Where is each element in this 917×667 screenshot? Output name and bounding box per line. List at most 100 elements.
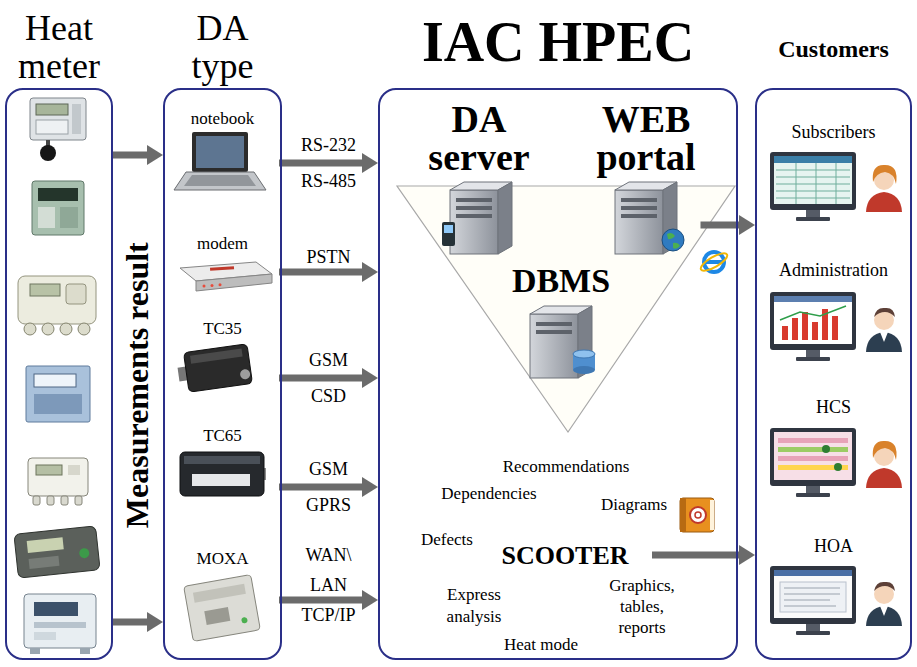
customers-column: CustomersSubscribersAdministrationHCSHOA <box>755 88 912 660</box>
heat-meter-picture <box>30 284 60 296</box>
notebook-picture <box>174 132 266 190</box>
monitor-picture <box>796 357 830 361</box>
customer-label: Administration <box>764 260 903 282</box>
link-label: RS-232 RS-485 <box>294 127 364 199</box>
heat-meter-picture <box>18 276 96 335</box>
arrow-head <box>362 368 378 388</box>
monitor-picture <box>770 152 856 221</box>
heat-meter-picture <box>26 366 90 422</box>
analysis-item: Express analysis <box>429 584 519 628</box>
device-server-picture <box>184 575 261 642</box>
arrow-head <box>147 145 163 165</box>
monitor-picture <box>782 326 788 340</box>
monitor-picture <box>776 163 850 204</box>
arrow-head <box>362 477 378 497</box>
heat-meter-picture <box>27 537 64 553</box>
heat-meter-picture <box>24 323 36 335</box>
analysis-box: SCOOTER <box>478 538 652 575</box>
arrow-head <box>362 590 378 610</box>
gsm-terminal-picture <box>190 349 243 364</box>
heat-meter-picture <box>61 496 68 505</box>
book-icon <box>710 500 714 530</box>
connector-arrow <box>701 215 756 235</box>
browser-icon <box>699 250 730 274</box>
monitor-picture <box>774 570 852 618</box>
analysis-item: Recommendations <box>503 457 630 477</box>
column-heading: DA type <box>168 10 278 86</box>
server-picture <box>498 182 512 254</box>
connector-line <box>113 152 149 159</box>
connector-arrow <box>279 153 378 173</box>
triangle-outline <box>397 186 735 432</box>
heat-meter-picture <box>66 284 86 304</box>
analysis-item: Dependencies <box>441 484 536 504</box>
device-box: TC65 <box>166 422 279 507</box>
database-server-picture <box>536 330 572 334</box>
heat-meter-picture <box>34 632 56 640</box>
gsm-terminal-picture <box>176 344 253 394</box>
heat-meter-picture <box>26 366 90 422</box>
notebook-picture <box>184 175 256 186</box>
monitor-picture <box>780 306 846 320</box>
modem-picture <box>211 284 214 287</box>
heat-meter-picture <box>60 323 72 335</box>
book-icon <box>690 507 706 523</box>
person-picture <box>874 308 895 317</box>
connector-line <box>113 619 149 626</box>
heat-meter-picture <box>28 458 88 505</box>
person-picture <box>866 582 902 626</box>
person-picture <box>866 332 902 352</box>
device-server-picture <box>204 607 230 625</box>
browser-icon <box>704 252 724 272</box>
heat-meter-picture <box>79 548 90 559</box>
heat-meter-picture <box>32 181 84 235</box>
monitor-picture <box>806 486 820 493</box>
vertical-caption: Measurements result <box>118 242 156 528</box>
person-picture <box>873 441 897 460</box>
monitor-picture <box>778 456 848 461</box>
heat-meter-column: Heat meter <box>5 88 113 660</box>
monitor-picture <box>778 447 848 452</box>
customer-label: Subscribers <box>764 122 903 144</box>
monitor-picture <box>832 316 838 340</box>
server-box: WEB portal <box>592 96 701 258</box>
heat-meter-picture <box>75 496 82 505</box>
monitor-picture <box>770 152 856 210</box>
database-server-picture <box>530 314 578 378</box>
analysis-item: Diagrams <box>601 495 667 515</box>
heat-meter-picture <box>24 594 96 648</box>
device-label: TC35 <box>170 319 275 339</box>
monitor-picture <box>774 432 852 480</box>
analysis-item: Heat mode <box>504 635 578 655</box>
arrow-head <box>739 545 755 565</box>
heat-meter-picture <box>36 465 62 475</box>
link-label: GSM GPRS <box>301 451 357 523</box>
monitor-picture <box>802 312 808 340</box>
person-picture <box>873 165 897 184</box>
person-picture <box>880 606 888 616</box>
heat-meter-picture <box>34 394 82 414</box>
person-picture <box>866 308 902 352</box>
server-label: DBMS <box>509 262 613 299</box>
person-picture <box>866 606 902 626</box>
device-box: TC35 <box>166 315 279 400</box>
modem-picture <box>180 262 272 291</box>
device-server-picture <box>184 575 261 642</box>
heat-meter-picture <box>34 622 86 628</box>
connector-line <box>279 484 364 491</box>
server-picture <box>450 190 498 254</box>
server-picture <box>456 198 492 202</box>
server-box: DBMS <box>505 258 617 386</box>
server-picture <box>442 182 512 254</box>
monitor-picture <box>774 156 852 163</box>
server-box: DA server <box>420 96 538 258</box>
arrow-head <box>739 215 755 235</box>
heat-meter-picture <box>38 207 55 228</box>
server-picture <box>662 229 684 251</box>
gsm-terminal-picture <box>184 344 253 393</box>
monitor-picture <box>770 428 856 486</box>
monitor-picture <box>806 624 820 631</box>
server-picture <box>456 214 492 218</box>
heat-meter-picture <box>68 465 80 475</box>
connector-line <box>652 552 741 559</box>
